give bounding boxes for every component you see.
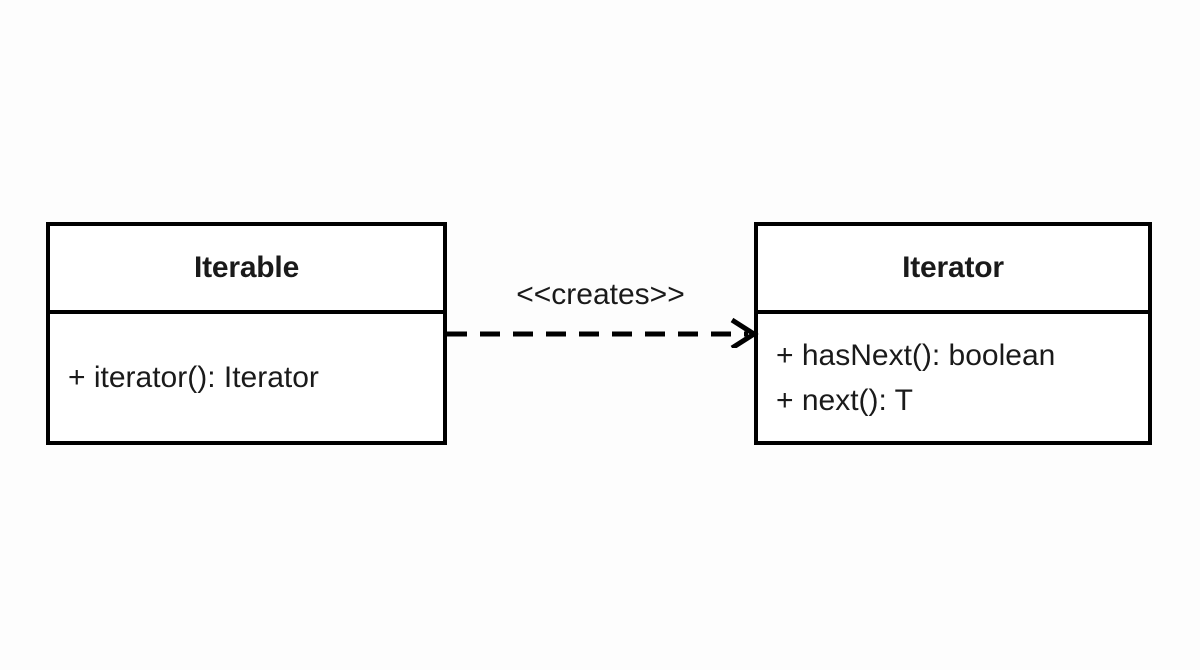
class-member: + iterator(): Iterator [68, 361, 319, 394]
class-box-iterable[interactable]: Iterable + iterator(): Iterator [46, 222, 447, 445]
class-name-compartment-iterable: Iterable [50, 226, 443, 314]
open-arrowhead-icon [730, 317, 759, 348]
class-name-compartment-iterator: Iterator [758, 226, 1148, 314]
class-members-compartment-iterable: + iterator(): Iterator [50, 314, 443, 441]
class-name-iterator: Iterator [902, 251, 1004, 284]
class-member: + hasNext(): boolean [776, 338, 1056, 372]
class-member: + next(): T [776, 383, 913, 417]
relationship-stereotype-label: <<creates>> [516, 278, 685, 311]
class-name-iterable: Iterable [193, 251, 300, 284]
class-members-compartment-iterator: + hasNext(): boolean + next(): T [758, 314, 1148, 441]
class-box-iterator[interactable]: Iterator + hasNext(): boolean + next(): … [754, 222, 1152, 445]
